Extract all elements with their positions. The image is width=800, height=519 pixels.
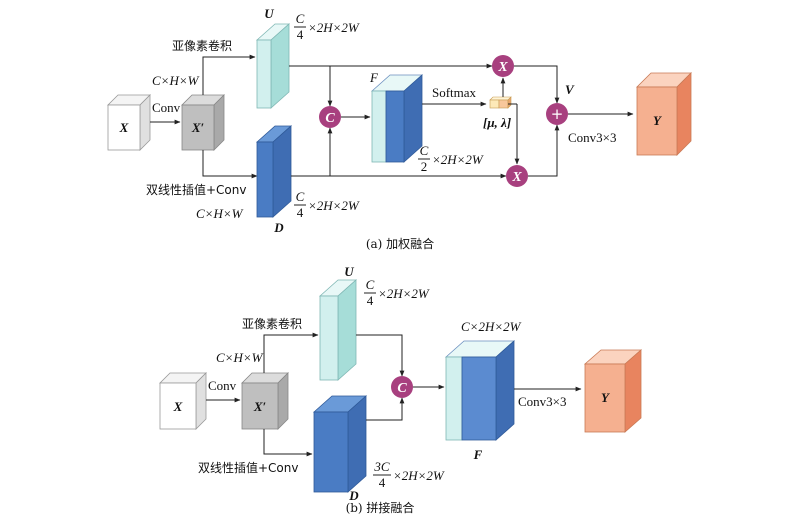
subpixel-label-b: 亚像素卷积: [242, 316, 302, 331]
d-to-concat-b: [366, 397, 405, 421]
concat-op-b: [391, 376, 413, 398]
x-prime-cube-b: X′: [241, 372, 289, 430]
v-label: V: [565, 82, 575, 97]
f-dim-den: 2: [421, 159, 428, 174]
d-label-b: D: [348, 488, 359, 503]
conv33-label-b: Conv3×3: [518, 394, 567, 409]
u-dim-rest: ×2H×2W: [308, 20, 360, 35]
mult-op-top: [492, 55, 514, 77]
d-tensor: [255, 125, 293, 218]
bilinear-label: 双线性插值+Conv: [146, 182, 246, 197]
add-op: [546, 103, 568, 125]
u-tensor: [255, 23, 291, 109]
bilinear-label-b: 双线性插值+Conv: [198, 460, 298, 475]
x-prime-label: X′: [191, 120, 205, 135]
caption-a: (a) 加权融合: [366, 236, 434, 251]
d-dim-rest-b: ×2H×2W: [393, 468, 445, 483]
u-label: U: [264, 6, 274, 21]
u-to-concat-b: [356, 334, 405, 377]
d-below-dim-label: C×H×W: [196, 206, 244, 221]
f-label-b: F: [473, 447, 483, 462]
conv-label: Conv: [152, 100, 181, 115]
mult-symbol-top: X: [497, 60, 508, 75]
u-dim-rest-b: ×2H×2W: [378, 286, 430, 301]
y-label-b: Y: [601, 390, 610, 405]
u-tensor-b: [318, 279, 358, 381]
concat-op-a: [319, 106, 341, 128]
f-dim-label-b: C×2H×2W: [461, 319, 522, 334]
mu-lambda-label: [μ, λ]: [483, 115, 511, 130]
add-symbol: +: [551, 105, 564, 123]
f-dim-rest: ×2H×2W: [432, 152, 484, 167]
input-x-cube: X: [107, 94, 151, 151]
d-dim-num-b: 3C: [373, 459, 390, 474]
u-label-b: U: [344, 264, 354, 279]
conv-label-b: Conv: [208, 378, 237, 393]
softmax-label: Softmax: [432, 85, 477, 100]
top-mult-to-plus: [514, 65, 560, 104]
x-prime-cube: X′: [181, 94, 225, 151]
d-label: D: [273, 220, 284, 235]
f-tensor-a: [370, 74, 424, 163]
f-label-a: F: [369, 70, 379, 85]
concat-symbol-b: C: [397, 381, 407, 396]
u-dim-num: C: [296, 11, 305, 26]
x-label: X: [119, 120, 129, 135]
u-dim-den: 4: [297, 27, 304, 42]
weight-vector: [489, 96, 512, 109]
d-dim-den: 4: [297, 205, 304, 220]
mult-symbol-bottom: X: [511, 170, 522, 185]
d-dim-rest: ×2H×2W: [308, 198, 360, 213]
y-label-a: Y: [653, 113, 662, 128]
u-dim-den-b: 4: [367, 293, 374, 308]
input-dim-label-b: C×H×W: [216, 350, 264, 365]
caption-b: (b) 拼接融合: [346, 500, 415, 515]
bilinear-path-b: [263, 429, 313, 457]
output-y-cube-a: Y: [636, 72, 692, 156]
conv33-label-a: Conv3×3: [568, 130, 617, 145]
x-label-b: X: [173, 399, 183, 414]
input-dim-label: C×H×W: [152, 73, 200, 88]
d-dim-num: C: [296, 189, 305, 204]
bilinear-path: [202, 150, 258, 179]
x-prime-label-b: X′: [253, 399, 267, 414]
panel-a: X X′ Conv C×H×W 亚像素卷积 双线性插值+Conv C×H×W U…: [107, 6, 692, 251]
bottom-mult-to-plus: [528, 124, 560, 177]
mult-op-bottom: [506, 165, 528, 187]
input-x-cube-b: X: [159, 372, 207, 430]
subpixel-path-b: [263, 332, 319, 373]
f-tensor-b: [444, 340, 516, 441]
f-dim-num: C: [420, 143, 429, 158]
subpixel-path: [202, 54, 256, 95]
d-dim-den-b: 4: [379, 475, 386, 490]
output-y-cube-b: Y: [583, 349, 643, 433]
u-dim-num-b: C: [366, 277, 375, 292]
d-tensor-b: [312, 395, 368, 493]
subpixel-label: 亚像素卷积: [172, 38, 232, 53]
concat-symbol-a: C: [325, 111, 335, 126]
panel-b: X X′ Conv C×H×W 亚像素卷积 双线性插值+Conv U C 4 ×…: [159, 264, 643, 515]
